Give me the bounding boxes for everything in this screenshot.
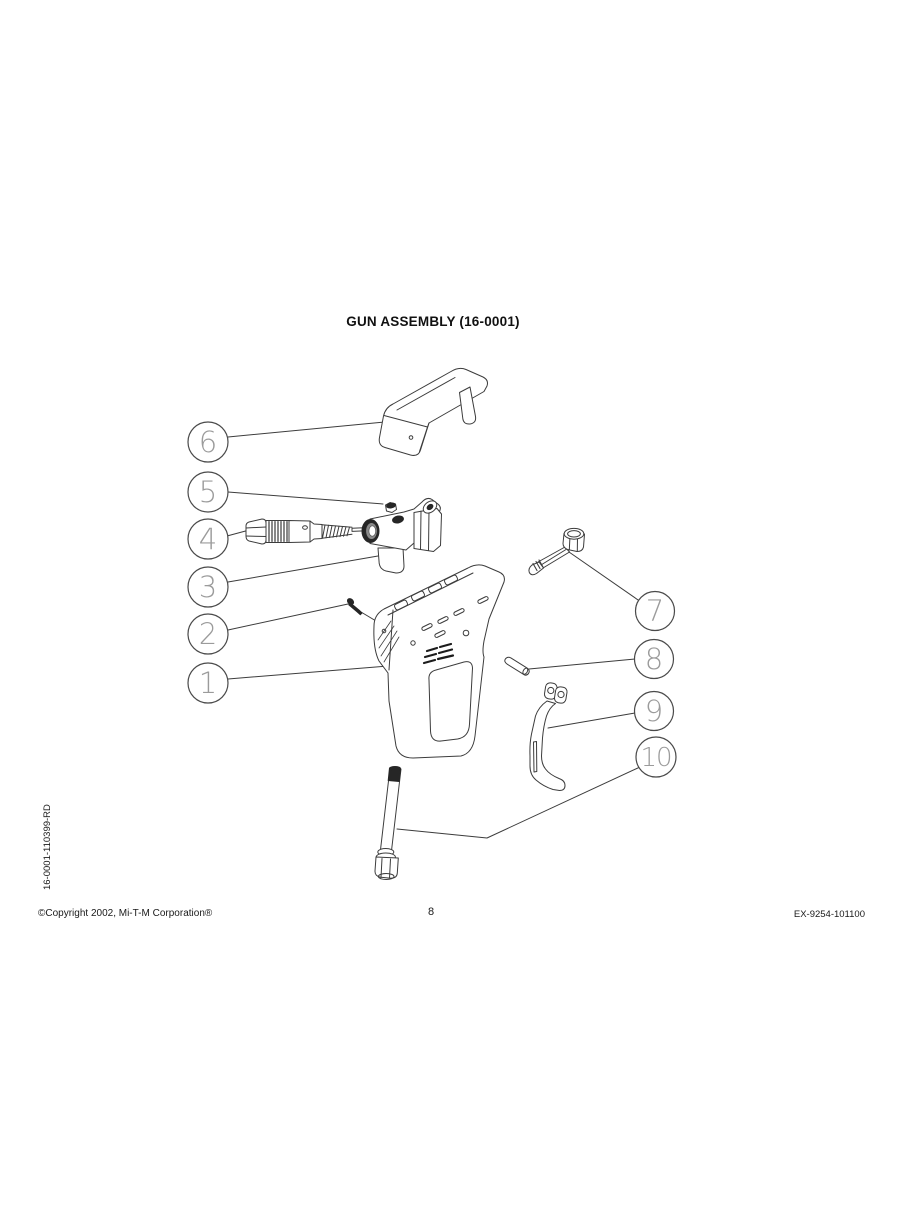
callout-10: 10: [635, 736, 677, 778]
cover-tab: [459, 386, 477, 425]
leader-line-9: [547, 712, 636, 729]
callout-9: 9: [633, 690, 675, 732]
page-title: GUN ASSEMBLY (16-0001): [346, 314, 520, 329]
callout-4-number: 4: [199, 522, 217, 556]
part-6-handle-cover: [378, 367, 488, 456]
leader-line-2: [227, 603, 349, 631]
body-screw-hole: [410, 640, 416, 646]
callout-9-number: 9: [645, 694, 663, 728]
callouts: 6 5 4 3 2 1 7: [187, 421, 677, 778]
part-10-inlet-tube: [374, 766, 402, 880]
leader-line-5: [227, 491, 384, 505]
cartridge-threads: [268, 520, 288, 543]
part-3-valve-housing: [361, 497, 442, 574]
footer-copyright: ©Copyright 2002, Mi-T-M Corporation®: [38, 908, 213, 919]
callout-6: 6: [187, 421, 229, 463]
part-5-nut: [385, 502, 397, 513]
callout-3-number: 3: [199, 570, 217, 604]
callout-3: 3: [187, 566, 229, 608]
trigger-guard-opening: [428, 661, 473, 742]
leader-line-1: [227, 665, 389, 680]
part-2-screw: [346, 598, 363, 616]
body-hatching: [377, 620, 400, 663]
trigger-slot: [533, 741, 538, 773]
callout-10-number: 10: [640, 743, 671, 773]
callout-2-number: 2: [199, 617, 217, 651]
cartridge-spring: [321, 524, 353, 539]
body-pivot-hole: [462, 629, 470, 637]
callout-5-number: 5: [199, 475, 217, 509]
callout-4: 4: [187, 518, 229, 560]
leader-line-7: [568, 551, 642, 603]
leader-lines: [226, 421, 642, 839]
leader-line-3: [227, 555, 379, 583]
cartridge-hex-head: [245, 518, 267, 545]
callout-7-number: 7: [646, 594, 664, 628]
part-9-trigger: [529, 682, 568, 791]
callout-7: 7: [634, 590, 676, 632]
body-rail-slots: [394, 574, 458, 611]
footer-doc-code: EX-9254-101100: [793, 909, 865, 920]
part-4-valve-cartridge: [245, 518, 366, 545]
housing-bottom-port: [377, 547, 405, 574]
part-8-pin: [504, 656, 530, 676]
trigger-pin-hole: [547, 686, 555, 695]
part-7-inlet-bolt: [528, 527, 585, 576]
callout-8-number: 8: [645, 642, 663, 676]
housing-top-port: [392, 515, 404, 524]
cover-screw-hole: [408, 435, 414, 440]
callout-6-number: 6: [199, 425, 217, 459]
callout-8: 8: [633, 638, 675, 680]
callout-5: 5: [187, 471, 229, 513]
leader-line-6: [227, 421, 386, 438]
callout-1-number: 1: [199, 666, 217, 700]
body-molded-text: [422, 642, 455, 665]
footer-page-number: 8: [427, 906, 435, 918]
trigger-pin-hole: [557, 690, 565, 699]
leader-line-8: [528, 658, 636, 670]
body-vent-slots: [421, 596, 489, 638]
callout-2: 2: [187, 613, 229, 655]
housing-right-block: [413, 508, 442, 552]
part-1-gun-body: [373, 564, 505, 759]
callout-1: 1: [187, 662, 229, 704]
leader-line-10: [396, 766, 641, 839]
side-reference-label: 16-0001-110399-RD: [42, 804, 53, 890]
